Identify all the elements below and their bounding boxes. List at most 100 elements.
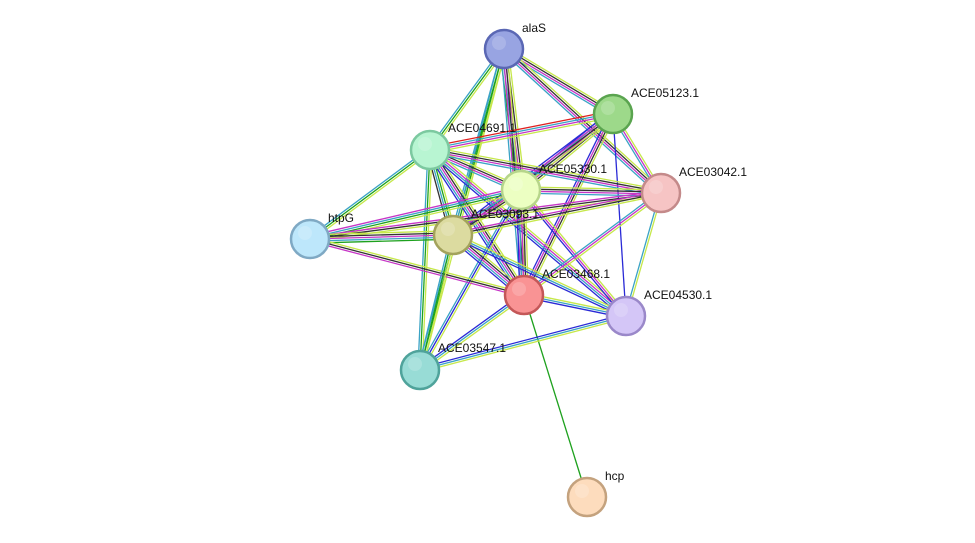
edge-line-coexpression	[521, 188, 662, 193]
node-highlight	[575, 484, 589, 498]
edge-line-text_mining	[526, 115, 617, 297]
node-circle[interactable]	[399, 349, 441, 391]
node-label: ACE04691.1	[448, 121, 516, 135]
node-htpG[interactable]: htpG	[289, 211, 354, 260]
edge-line-text_mining	[522, 188, 629, 316]
edge-ACE04691.1-ACE03547.1[interactable]	[417, 149, 433, 371]
edge-ACE05123.1-ACE04691.1[interactable]	[429, 110, 614, 154]
edge-ACE05123.1-ACE04530.1[interactable]	[612, 113, 627, 317]
node-circle[interactable]	[605, 295, 647, 337]
edge-line-databases	[419, 294, 525, 371]
edge-line-databases	[309, 188, 521, 239]
node-label: ACE03042.1	[679, 165, 747, 179]
edge-line-experiments	[430, 114, 614, 152]
edge-line-text_mining	[420, 317, 627, 373]
node-label: ACE03468.1	[542, 267, 610, 281]
edge-line-databases	[429, 112, 613, 150]
edge-line-text_mining	[453, 194, 662, 238]
edge-line-experiments	[309, 240, 524, 298]
node-ACE05123.1[interactable]: ACE05123.1	[592, 86, 699, 135]
node-label: ACE05123.1	[631, 86, 699, 100]
node-highlight	[418, 137, 432, 151]
edge-line-databases	[310, 236, 454, 242]
edge-ACE03042.1-ACE04530.1[interactable]	[624, 192, 663, 317]
edge-line-coexpression	[452, 192, 662, 236]
edge-line-text_mining	[431, 49, 507, 152]
edge-line-databases	[419, 315, 627, 371]
node-label: htpG	[328, 211, 354, 225]
node-label: ACE04530.1	[644, 288, 712, 302]
edge-line-text_mining	[421, 235, 456, 371]
edge-line-text_mining	[310, 151, 432, 242]
edge-line-databases	[308, 147, 430, 238]
node-circle[interactable]	[566, 476, 608, 518]
node-ACE03042.1[interactable]: ACE03042.1	[640, 165, 747, 214]
node-highlight	[441, 222, 455, 236]
edge-ACE03093.1-ACE03547.1[interactable]	[417, 234, 456, 371]
edge-ACE03468.1-ACE03547.1[interactable]	[418, 292, 526, 373]
edge-line-cooccurrence	[419, 189, 522, 371]
node-highlight	[492, 36, 506, 50]
node-highlight	[408, 357, 422, 371]
edge-ACE03042.1-ACE03093.1[interactable]	[452, 190, 662, 238]
node-highlight	[601, 101, 615, 115]
edge-line-neighborhood	[419, 234, 454, 371]
edge-ACE04691.1-htpG[interactable]	[308, 147, 432, 242]
node-circle[interactable]	[640, 172, 682, 214]
edge-line-cooccurrence	[518, 190, 625, 318]
node-highlight	[614, 303, 628, 317]
edge-line-neighborhood	[523, 294, 588, 498]
edge-line-coexpression	[504, 47, 614, 114]
edge-line-experiments	[522, 113, 613, 295]
edge-line-text_mining	[431, 147, 629, 315]
node-label: alaS	[522, 21, 546, 35]
edge-line-neighborhood	[309, 149, 431, 240]
node-circle[interactable]	[503, 274, 545, 316]
edge-line-text_mining	[420, 296, 526, 373]
edge-ACE03093.1-ACE04530.1[interactable]	[451, 232, 628, 319]
edge-line-databases	[428, 150, 626, 318]
node-circle[interactable]	[483, 28, 525, 70]
edge-line-databases	[500, 49, 522, 296]
node-circle[interactable]	[409, 129, 451, 171]
node-ACE04530.1[interactable]: ACE04530.1	[605, 288, 712, 337]
edge-line-experiments	[429, 150, 661, 195]
edge-ACE04530.1-ACE03547.1[interactable]	[419, 313, 627, 373]
edge-line-text_mining	[310, 236, 525, 294]
node-circle[interactable]	[289, 218, 331, 260]
node-highlight	[512, 282, 526, 296]
node-hcp[interactable]: hcp	[566, 469, 625, 518]
edge-line-text_mining	[523, 116, 617, 194]
node-highlight	[298, 226, 312, 240]
edge-line-databases	[417, 48, 503, 370]
node-ACE03468.1[interactable]: ACE03468.1	[503, 267, 610, 316]
node-circle[interactable]	[500, 169, 542, 211]
edge-line-experiments	[523, 192, 662, 296]
edge-line-text_mining	[309, 230, 453, 236]
node-highlight	[509, 177, 523, 191]
node-label: ACE03547.1	[438, 341, 506, 355]
node-ACE03547.1[interactable]: ACE03547.1	[399, 341, 506, 391]
node-label: ACE03093.1	[471, 207, 539, 221]
edge-line-databases	[417, 149, 429, 370]
node-circle[interactable]	[592, 93, 634, 135]
node-ACE04691.1[interactable]: ACE04691.1	[409, 121, 516, 171]
edge-line-text_mining	[430, 116, 614, 154]
edge-line-text_mining	[626, 193, 663, 317]
node-ACE05330.1[interactable]: ACE05330.1	[500, 162, 607, 211]
node-ACE03093.1[interactable]: ACE03093.1	[432, 207, 539, 256]
edge-alaS-ACE04691.1[interactable]	[427, 47, 507, 152]
edge-ACE03468.1-hcp[interactable]	[523, 294, 588, 498]
edge-line-databases	[417, 234, 452, 370]
edge-line-experiments	[309, 190, 661, 238]
node-circle[interactable]	[432, 214, 474, 256]
edge-line-neighborhood	[419, 48, 505, 371]
edge-line-text_mining	[421, 150, 433, 371]
node-alaS[interactable]: alaS	[483, 21, 546, 70]
edge-line-neighborhood	[419, 149, 431, 371]
edge-htpG-ACE03468.1[interactable]	[309, 236, 525, 298]
edge-ACE04691.1-ACE04530.1[interactable]	[427, 147, 629, 319]
edge-line-experiments	[430, 148, 628, 316]
